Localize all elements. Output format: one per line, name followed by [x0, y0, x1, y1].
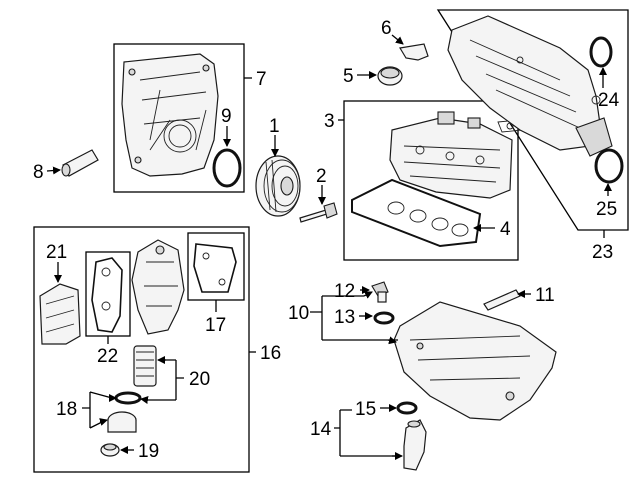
callout-11: 11	[535, 285, 555, 306]
dowel-pin-part	[61, 149, 99, 177]
callout-16: 16	[260, 343, 281, 364]
cap-seal-part	[399, 43, 429, 61]
callout-4: 4	[500, 219, 511, 240]
oil-filter-group-box	[33, 226, 250, 473]
callout-18: 18	[56, 399, 77, 420]
callout-15: 15	[355, 399, 376, 420]
callout-20: 20	[189, 369, 210, 390]
intake-manifold-group-box	[436, 9, 629, 231]
cooler-gasket-part	[91, 257, 123, 333]
callout-2: 2	[316, 166, 327, 187]
callout-10: 10	[288, 303, 309, 324]
filter-o-ring-part	[114, 391, 142, 405]
callout-8: 8	[33, 162, 44, 183]
oil-pan-part	[393, 301, 557, 421]
manifold-seal-lower-part	[594, 148, 624, 184]
oil-pan-stud-part	[483, 289, 521, 311]
callout-12: 12	[334, 281, 355, 302]
valve-cover-part	[389, 111, 513, 199]
drain-bolt-washer-part	[373, 311, 395, 325]
callout-1: 1	[269, 116, 280, 137]
oil-level-sensor-part	[403, 419, 427, 471]
callout-6: 6	[381, 18, 392, 39]
pulley-bolt-part	[299, 202, 338, 223]
callout-25: 25	[596, 199, 617, 220]
crank-pulley-part	[255, 155, 301, 217]
oil-level-sensor-seal-part	[396, 401, 418, 415]
callout-13: 13	[334, 307, 355, 328]
seal-ring-part	[212, 148, 242, 188]
oil-filter-housing-part	[131, 239, 185, 335]
timing-cover-part	[121, 53, 219, 177]
callout-21: 21	[46, 242, 67, 263]
callout-19: 19	[138, 441, 159, 462]
oil-filter-element-part	[133, 345, 157, 387]
valve-cover-gasket-part	[351, 178, 482, 248]
callout-14: 14	[310, 419, 332, 440]
drain-plug-part	[100, 443, 120, 457]
callout-22: 22	[97, 346, 118, 367]
oil-cooler-part	[39, 283, 81, 345]
valve-cover-group-box	[343, 100, 519, 261]
manifold-seal-upper-part	[589, 36, 613, 68]
callout-5: 5	[343, 66, 354, 87]
callout-9: 9	[221, 106, 232, 127]
callout-17: 17	[205, 315, 226, 336]
callout-3: 3	[324, 111, 335, 132]
filter-cap-part	[107, 411, 137, 433]
callout-24: 24	[598, 90, 620, 111]
callout-23: 23	[592, 242, 613, 263]
callout-7: 7	[256, 69, 267, 90]
oil-filler-cap-part	[377, 66, 403, 86]
housing-gasket-part	[193, 243, 237, 293]
oil-pan-drain-bolt-part	[371, 281, 389, 303]
intake-manifold-part	[447, 15, 613, 157]
timing-cover-group-box	[113, 43, 245, 193]
